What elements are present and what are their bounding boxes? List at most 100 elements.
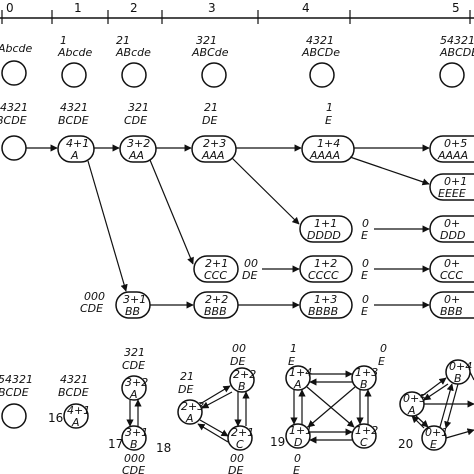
tree-node [57, 135, 95, 163]
node-side-bottom: E [361, 229, 368, 242]
fig16-label-bottom: BCDE [58, 386, 89, 399]
ruler-label: 3 [208, 1, 216, 15]
fig20-edge [411, 415, 425, 429]
tree-node [429, 255, 474, 283]
tree-node [429, 291, 474, 319]
node-label-top: 21 [204, 101, 218, 114]
state-node [1, 403, 27, 429]
fig18-node-a-bottom: A [185, 412, 194, 425]
node-inner-bottom: AAAA [309, 149, 340, 162]
node-inner-top: 2+1 [205, 257, 228, 270]
fig19-node-d [285, 423, 311, 449]
node-inner-bottom: A [70, 149, 79, 162]
node-inner-top: 0+ [444, 217, 460, 230]
state-label-bottom: ABCDe [301, 46, 340, 59]
node-side-top: 0 [362, 217, 369, 230]
ruler-label: 0 [6, 1, 14, 15]
fig19-node-b [351, 365, 377, 391]
node-label-bottom: CDE [124, 114, 147, 127]
node-inner-bottom: AAA [201, 149, 225, 162]
node-side-bottom: E [361, 269, 368, 282]
node-inner-bottom: CCC [204, 269, 227, 282]
tree-edge [231, 157, 300, 225]
node-label-top: 000 [84, 290, 105, 303]
node-label-top: 321 [128, 101, 149, 114]
fig19-node-a-top: 1+4 [289, 366, 312, 379]
fig18-node-b-bottom: B [238, 380, 246, 393]
node-side-bottom: E [361, 305, 368, 318]
fig19-node-b-bottom: B [360, 378, 368, 391]
fig20-node-e-top: 0+1 [425, 426, 448, 439]
fig19-under-top: 0 [294, 452, 301, 465]
node-inner-top: 0+1 [444, 175, 467, 188]
root-node [1, 135, 27, 161]
fig18-node-a-top: 2+3 [181, 400, 204, 413]
state-label-top: 21 [116, 34, 130, 47]
node-inner-top: 0+5 [444, 137, 467, 150]
fig19-left-top: 1 [290, 342, 297, 355]
fig20-node-b-top: 0+4 [449, 360, 472, 373]
fig19-right-top: 0 [380, 342, 387, 355]
node-inner-top: 0+ [444, 257, 460, 270]
node-side-top: 0 [362, 257, 369, 270]
fig20-number: 20 [398, 437, 413, 451]
fig19-node-d-top: 1+1 [289, 424, 312, 437]
fig17-node-a-bottom: A [129, 388, 138, 401]
fig19-node-c-bottom: C [360, 436, 368, 449]
node-inner-top: 3+1 [123, 293, 146, 306]
fig19-node-c [351, 423, 377, 449]
fig19-node-a-bottom: A [293, 378, 302, 391]
node-inner-top: 4+1 [66, 137, 89, 150]
fig20-edge [469, 371, 474, 381]
state-node [439, 62, 465, 88]
fig18-under-bottom: DE [228, 464, 243, 474]
state-node [201, 62, 227, 88]
fig16-label-top: 4321 [60, 373, 88, 386]
node-side-bottom: DE [242, 269, 257, 282]
ruler-label: 2 [130, 1, 138, 15]
ruler-label: 4 [302, 1, 310, 15]
node-inner-bottom: CCC [440, 269, 463, 282]
fig18-edge [199, 385, 231, 405]
node-label-top: 4321 [60, 101, 88, 114]
node-inner-top: 1+4 [317, 137, 340, 150]
state-node [121, 62, 147, 88]
fig19-node-c-top: 1+2 [355, 424, 378, 437]
node-label-bottom: CDE [80, 302, 103, 315]
root-label-bottom: BCDE [0, 114, 27, 127]
node-inner-top: 2+2 [205, 293, 228, 306]
tree-node [299, 255, 353, 283]
state-label-top: 1 [60, 34, 67, 47]
fig19-number: 19 [270, 435, 285, 449]
tree-node [191, 135, 237, 163]
fig20-edge [421, 377, 447, 397]
node-label-top: 1 [326, 101, 333, 114]
fig19-node-b-top: 1+3 [355, 366, 378, 379]
fig19-right-bottom: E [378, 355, 385, 368]
node-inner-top: 2+3 [203, 137, 226, 150]
tree-edge [349, 156, 430, 186]
fig16-node [63, 403, 89, 429]
fig17-node-a-top: 3+2 [125, 376, 148, 389]
node-inner-top: 3+2 [127, 137, 150, 150]
ruler: 0 1 2 3 4 5 [0, 1, 474, 24]
node-inner-top: 0+ [444, 293, 460, 306]
fig16-node-bottom: A [71, 416, 80, 429]
fig18-right-bottom: DE [230, 355, 245, 368]
state-label-bottom: ABcde [115, 46, 151, 59]
top-row: Abcde 1 Abcde 21 ABcde 321 ABCde 4321 AB… [0, 34, 474, 88]
state-label-top: Abcde [0, 42, 33, 55]
state-node [1, 60, 27, 86]
node-label-bottom: DE [202, 114, 217, 127]
tree-node [193, 255, 239, 283]
state-label-bottom: ABCde [191, 46, 229, 59]
node-inner-bottom: BBB [440, 305, 463, 318]
node-inner-bottom: AA [128, 149, 144, 162]
node-inner-top: 1+3 [314, 293, 337, 306]
state-node [61, 62, 87, 88]
transition-tree: 4321 BCDE 4321 BCDE 4+1 A 321 CDE 3+2 AA… [0, 101, 474, 319]
fig17-under-bottom: CDE [122, 464, 145, 474]
node-inner-top: 1+2 [314, 257, 337, 270]
root-label-top: 4321 [0, 101, 28, 114]
